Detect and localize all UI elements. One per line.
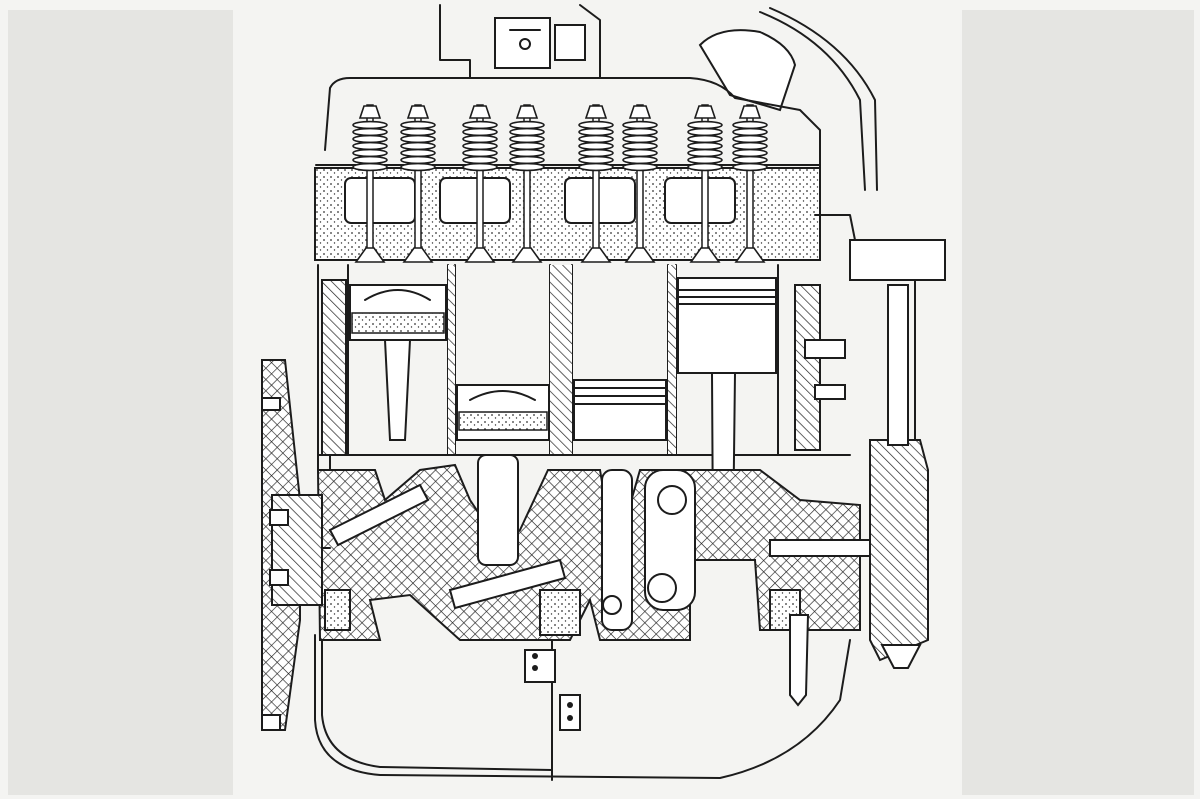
valve-6	[622, 104, 658, 263]
valve-4	[509, 104, 545, 263]
piston-3	[573, 379, 667, 441]
oil-filler-cap	[698, 7, 878, 191]
piston-2	[456, 384, 550, 441]
valve-3	[462, 104, 498, 263]
valve-5	[578, 104, 614, 263]
cylinder-head	[314, 167, 821, 261]
crankcase	[316, 454, 861, 641]
carburettor-assembly	[439, 4, 601, 79]
flywheel	[261, 359, 323, 731]
pistons	[349, 277, 777, 551]
cylinder-block	[317, 264, 851, 471]
valve-7	[687, 104, 723, 263]
piston-1	[349, 284, 447, 441]
timing-cover-pulley	[789, 214, 946, 707]
valve-train	[352, 104, 768, 263]
valve-8	[732, 104, 768, 263]
valve-2	[400, 104, 436, 263]
background-print	[8, 10, 1194, 795]
oil-sump	[314, 634, 851, 781]
valve-1	[352, 104, 388, 263]
